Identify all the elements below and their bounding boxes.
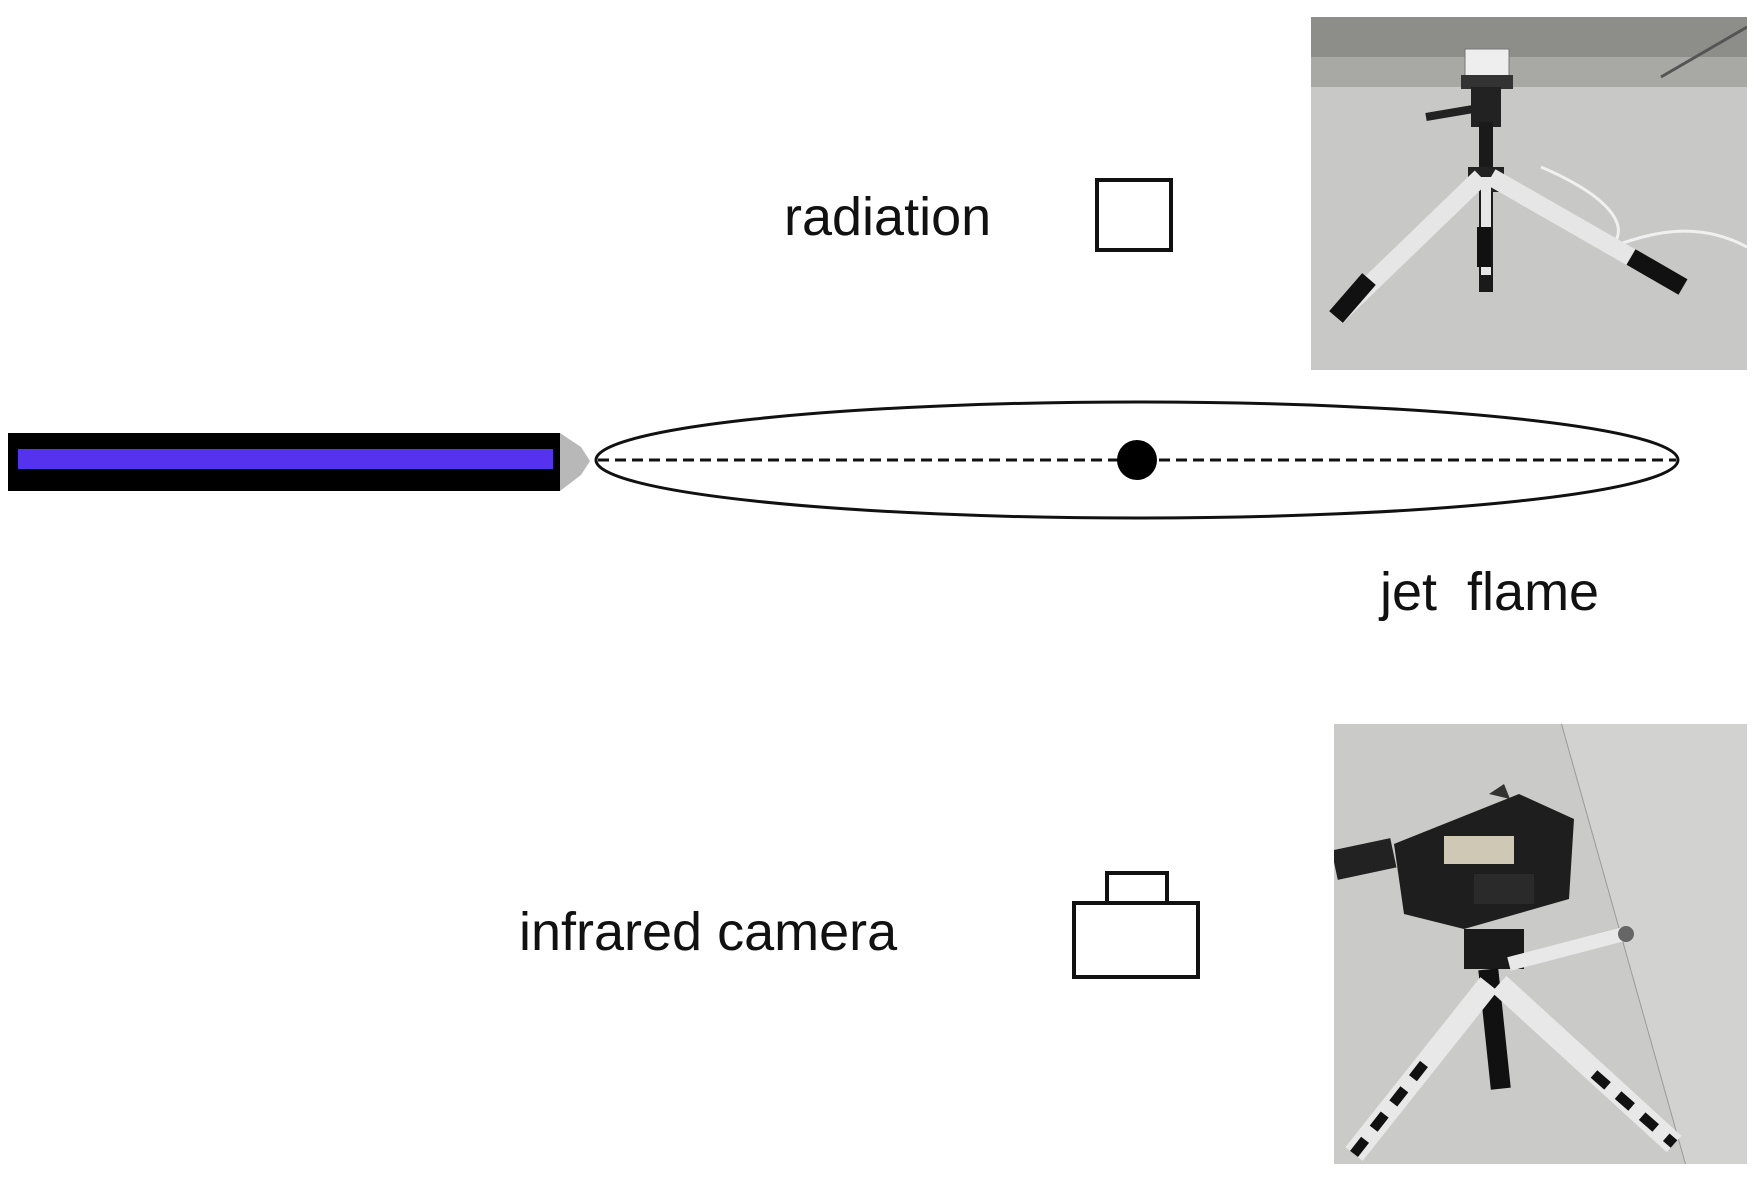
infrared-camera-photo (1334, 724, 1747, 1164)
fuel-pipe-inner-channel (18, 449, 553, 469)
radiometer-photo (1311, 17, 1747, 370)
infrared-camera-top-symbol (1105, 871, 1169, 905)
radiometer-symbol (1095, 178, 1173, 252)
jet-flame-outline (594, 400, 1680, 520)
jet-flame-label: jet flame (1380, 562, 1600, 622)
nozzle (560, 433, 590, 491)
infrared-camera-tripod-illustration (1334, 724, 1747, 1164)
radiation-label: radiation (784, 187, 992, 247)
infrared-camera-label: infrared camera (519, 902, 898, 962)
radiometer-tripod-illustration (1311, 17, 1747, 370)
flame-center-point (1117, 440, 1157, 480)
infrared-camera-body-symbol (1072, 901, 1200, 979)
